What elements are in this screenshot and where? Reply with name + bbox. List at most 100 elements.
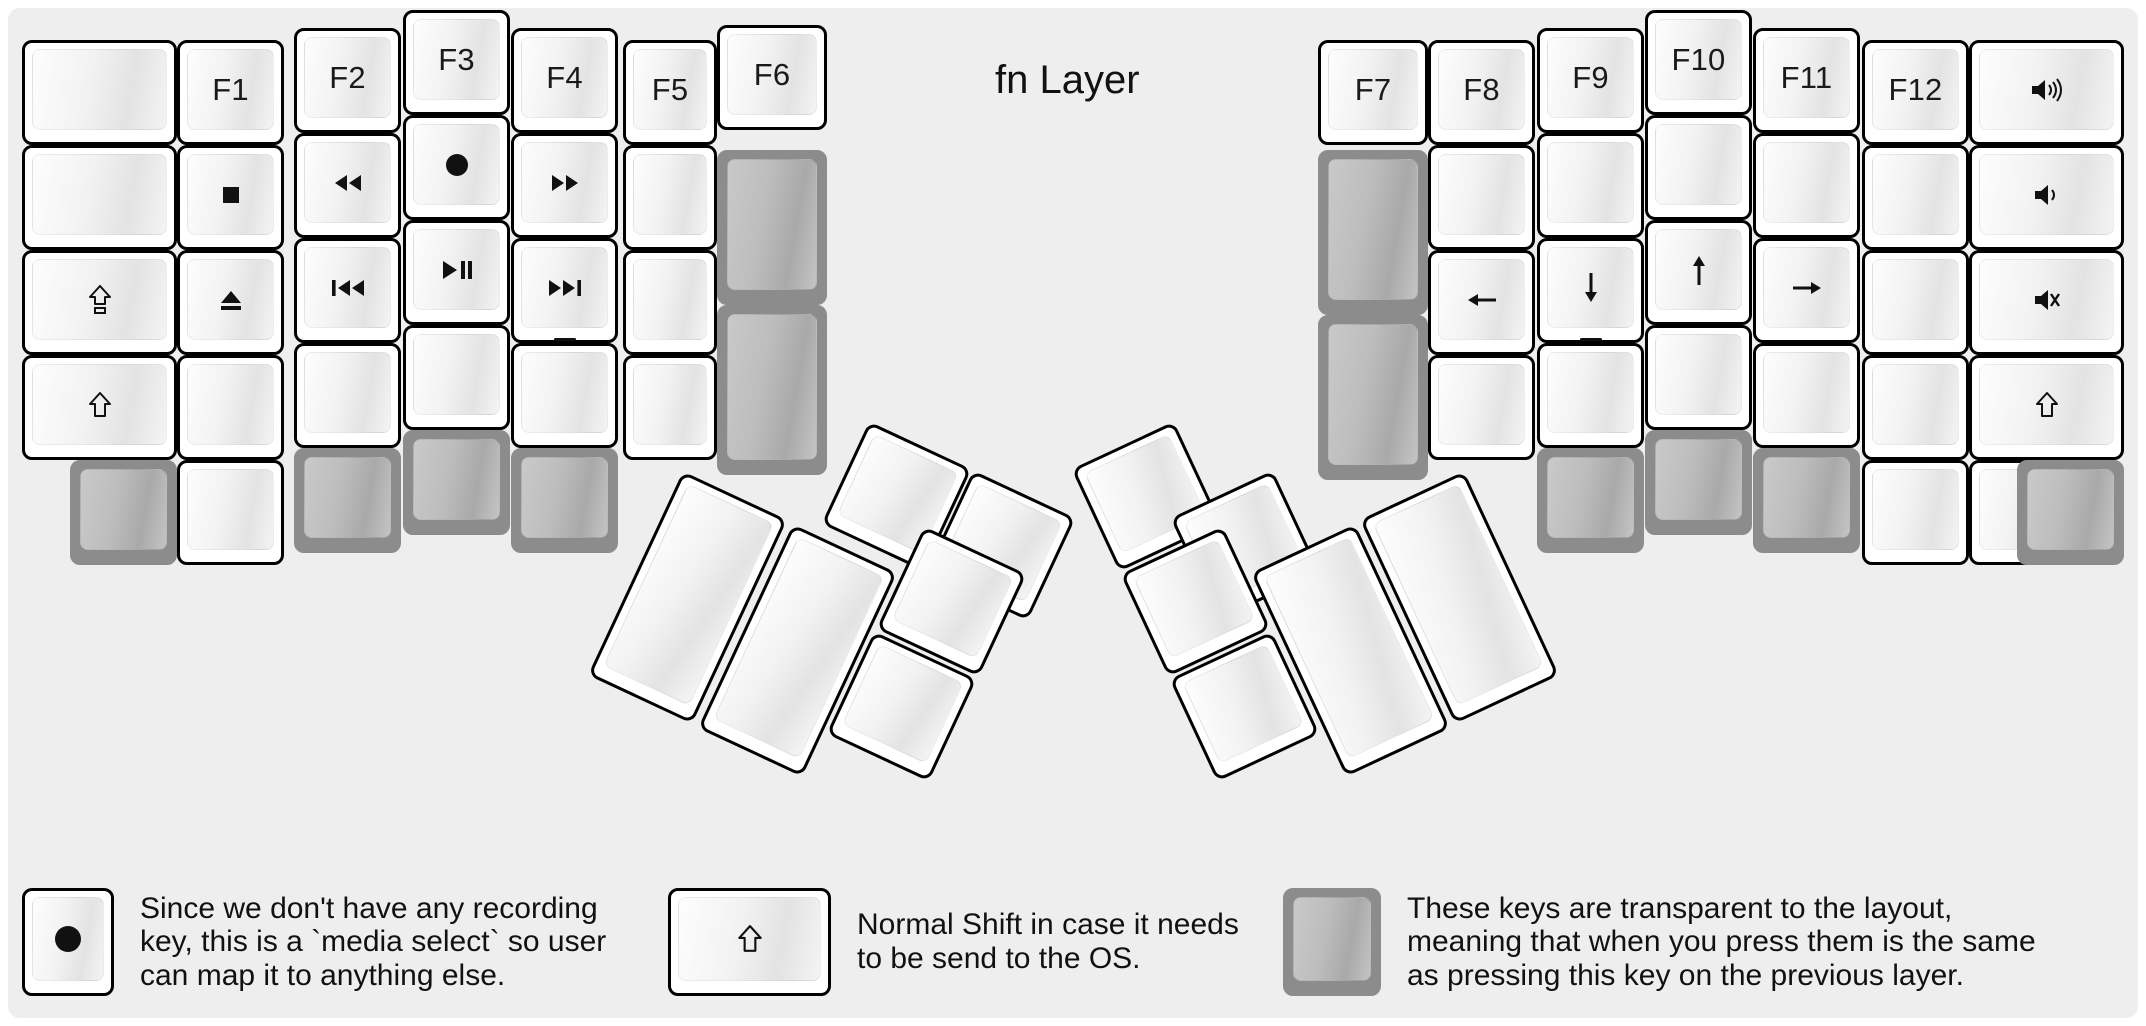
key-right-c3-r2-arrow-up[interactable] [1645,220,1752,325]
key-left-c6-r2-transparent[interactable] [717,305,827,475]
keycap [633,364,707,445]
keycap [727,314,817,460]
key-right-c4-r4-transparent[interactable] [1753,448,1860,553]
key-left-c1-r4[interactable] [177,460,284,565]
key-right-c5-r2[interactable] [1862,250,1969,355]
keycap: F4 [521,37,608,118]
key-left-c0-r0[interactable] [22,40,177,145]
key-right-c1-r3[interactable] [1428,355,1535,460]
key-left-c3-r4-transparent[interactable] [403,430,510,535]
key-left-c1-r1-stop[interactable] [177,145,284,250]
keycap: F1 [187,49,274,130]
key-right-c0-r0-f7[interactable]: F7 [1318,40,1428,145]
key-right-c2-r0-f9[interactable]: F9 [1537,28,1644,133]
key-right-c6-r0-volume-up[interactable] [1969,40,2124,145]
keycap [1438,364,1525,445]
arrow-up-icon [1688,254,1710,286]
key-right-c6-r1-volume-down[interactable] [1969,145,2124,250]
key-left-c6-r1-transparent[interactable] [717,150,827,305]
key-left-c1-r0-f1[interactable]: F1 [177,40,284,145]
key-left-c3-r0-f3[interactable]: F3 [403,10,510,115]
caps-lock-arrow-icon [88,284,112,315]
legend-key-transparent [1283,888,1381,996]
key-right-c0-r2-transparent[interactable] [1318,315,1428,480]
keycap [1763,142,1850,223]
key-label: F10 [1671,42,1726,77]
key-left-c3-r1-record[interactable] [403,115,510,220]
legend-text-shift: Normal Shift in case it needs to be send… [857,908,1239,975]
key-label: F4 [546,60,583,95]
key-left-c2-r4-transparent[interactable] [294,448,401,553]
keycap [521,457,608,538]
keycap [413,334,500,415]
key-label: F11 [1780,60,1833,95]
key-left-c2-r2-prev-track[interactable] [294,238,401,343]
key-left-c2-r1-rewind[interactable] [294,133,401,238]
media-record-icon [53,924,83,954]
key-left-c0-r1[interactable] [22,145,177,250]
key-right-c2-r2-arrow-down[interactable] [1537,238,1644,343]
key-right-c0-r1-transparent[interactable] [1318,150,1428,315]
keycap: F8 [1438,49,1525,130]
key-right-c2-r1[interactable] [1537,133,1644,238]
key-right-c3-r0-f10[interactable]: F10 [1645,10,1752,115]
key-left-c5-r3[interactable] [623,355,717,460]
key-right-c5-r1[interactable] [1862,145,1969,250]
key-left-c5-r0-f5[interactable]: F5 [623,40,717,145]
key-label: F6 [753,57,791,92]
key-left-c1-r2-eject[interactable] [177,250,284,355]
key-label: F9 [1572,60,1609,95]
keycap [1438,154,1525,235]
keycap [1979,49,2114,130]
key-left-c4-r3[interactable] [511,343,618,448]
key-right-c4-r0-f11[interactable]: F11 [1753,28,1860,133]
key-left-c2-r3[interactable] [294,343,401,448]
key-left-c0-r4-transparent[interactable] [70,460,177,565]
key-right-c3-r4-transparent[interactable] [1645,430,1752,535]
key-left-c6-r0-f6[interactable]: F6 [717,25,827,130]
key-right-c1-r1[interactable] [1428,145,1535,250]
arrow-down-icon [1579,272,1602,341]
key-left-c3-r2-play-pause[interactable] [403,220,510,325]
key-right-c4-r2-arrow-right[interactable] [1753,238,1860,343]
key-left-c4-r4-transparent[interactable] [511,448,618,553]
keycap [1547,142,1634,223]
key-right-c4-r1[interactable] [1753,133,1860,238]
key-right-c3-r1[interactable] [1645,115,1752,220]
keycap [1182,643,1305,764]
footer-legend: Since we don't have any recording key, t… [0,888,2146,1018]
key-left-c0-r3-shift[interactable] [22,355,177,460]
key-right-c5-r3[interactable] [1862,355,1969,460]
keycap [1655,439,1742,520]
key-right-c6-r2-volume-mute[interactable] [1969,250,2124,355]
keycap [1979,259,2114,340]
key-right-c2-r3[interactable] [1537,343,1644,448]
key-right-c1-r2-arrow-left[interactable] [1428,250,1535,355]
keycap [187,154,274,235]
keycap [521,142,608,223]
key-right-c6-r3-shift[interactable] [1969,355,2124,460]
key-left-c3-r3[interactable] [403,325,510,430]
key-left-c5-r2[interactable] [623,250,717,355]
key-right-c2-r4-transparent[interactable] [1537,448,1644,553]
arrow-right-icon [1790,277,1824,299]
key-left-c5-r1[interactable] [623,145,717,250]
key-label: F1 [212,72,249,107]
key-left-c4-r1-fast-forward[interactable] [511,133,618,238]
key-left-c1-r3[interactable] [177,355,284,460]
key-right-c4-r3[interactable] [1753,343,1860,448]
key-right-c1-r0-f8[interactable]: F8 [1428,40,1535,145]
keycap [633,259,707,340]
key-left-c2-r0-f2[interactable]: F2 [294,28,401,133]
keycap: F3 [413,19,500,100]
shift-arrow-icon [2035,391,2059,419]
key-left-c4-r0-f4[interactable]: F4 [511,28,618,133]
keycap [1328,324,1418,465]
key-right-c5-r0-f12[interactable]: F12 [1862,40,1969,145]
key-left-c4-r2-next-track[interactable] [511,238,618,343]
key-left-c0-r2-capslock[interactable] [22,250,177,355]
key-right-c6-r5-transparent[interactable] [2017,460,2124,565]
volume-up-icon [2029,77,2065,103]
key-right-c3-r3[interactable] [1645,325,1752,430]
key-right-c5-r4[interactable] [1862,460,1969,565]
